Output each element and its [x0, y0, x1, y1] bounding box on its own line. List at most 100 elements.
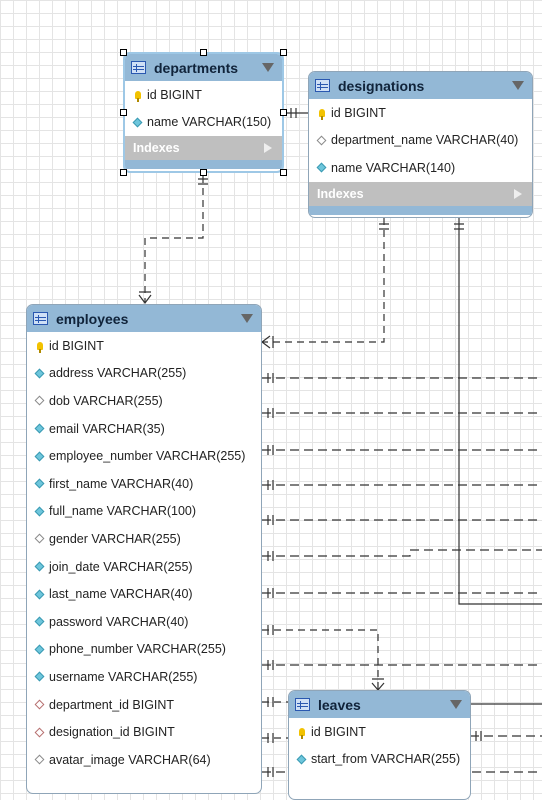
column-row[interactable]: avatar_image VARCHAR(64) [27, 746, 261, 774]
table-header[interactable]: employees [27, 305, 261, 332]
table-header[interactable]: leaves [289, 691, 470, 718]
column-row[interactable]: name VARCHAR(150) [125, 109, 282, 137]
expand-triangle-icon[interactable] [264, 143, 272, 154]
column-hollow-icon [315, 135, 328, 146]
table-header[interactable]: designations [309, 72, 532, 99]
column-hollow-icon [33, 396, 46, 406]
table-footer [125, 160, 282, 170]
table-designations[interactable]: designations id BIGINT department_name VA… [308, 71, 533, 218]
column-list: id BIGINT address VARCHAR(255) dob VARCHAR… [27, 332, 261, 774]
collapse-caret-icon[interactable] [262, 63, 274, 72]
column-hollow-icon [33, 534, 46, 544]
column-label: gender VARCHAR(255) [49, 531, 181, 546]
collapse-caret-icon[interactable] [241, 314, 253, 323]
table-header[interactable]: departments [125, 54, 282, 81]
column-row[interactable]: employee_number VARCHAR(255) [27, 442, 261, 470]
column-filled-icon [33, 478, 46, 489]
expand-triangle-icon[interactable] [514, 188, 522, 199]
column-filled-icon [33, 561, 46, 572]
primary-key-icon [295, 727, 308, 739]
column-label: name VARCHAR(140) [331, 160, 456, 175]
column-row[interactable]: join_date VARCHAR(255) [27, 553, 261, 581]
indexes-label: Indexes [317, 186, 364, 201]
table-name: employees [56, 310, 129, 327]
resize-handle[interactable] [120, 109, 127, 116]
column-filled-icon [295, 754, 308, 765]
resize-handle[interactable] [120, 49, 127, 56]
column-label: address VARCHAR(255) [49, 366, 187, 381]
column-label: phone_number VARCHAR(255) [49, 642, 226, 657]
column-filled-icon [33, 616, 46, 627]
resize-handle[interactable] [120, 169, 127, 176]
table-employees[interactable]: employees id BIGINT address VARCHAR(255) d… [26, 304, 262, 794]
table-name: departments [154, 59, 239, 76]
column-filled-icon [131, 117, 144, 128]
rel-departments-employees [144, 176, 204, 303]
column-label: join_date VARCHAR(255) [49, 559, 193, 574]
column-filled-icon [315, 163, 328, 173]
rel-designations-employees [262, 218, 385, 343]
resize-handle[interactable] [200, 169, 207, 176]
column-label: id BIGINT [311, 724, 366, 739]
column-label: first_name VARCHAR(40) [49, 476, 194, 491]
column-row[interactable]: full_name VARCHAR(100) [27, 498, 261, 526]
column-row[interactable]: last_name VARCHAR(40) [27, 580, 261, 608]
column-row[interactable]: dob VARCHAR(255) [27, 387, 261, 415]
collapse-caret-icon[interactable] [450, 700, 462, 709]
column-row[interactable]: id BIGINT [125, 81, 282, 109]
indexes-section[interactable]: Indexes [309, 181, 532, 206]
resize-handle[interactable] [280, 49, 287, 56]
column-label: start_from VARCHAR(255) [311, 752, 461, 767]
table-icon [295, 698, 310, 711]
column-row[interactable]: gender VARCHAR(255) [27, 525, 261, 553]
foreign-key-icon [33, 699, 46, 710]
rel-employees-leaves [262, 629, 379, 690]
column-row[interactable]: password VARCHAR(40) [27, 608, 261, 636]
column-row[interactable]: email VARCHAR(35) [27, 415, 261, 443]
column-row[interactable]: id BIGINT [309, 99, 532, 127]
table-footer [309, 205, 532, 215]
column-label: department_name VARCHAR(40) [331, 133, 519, 148]
indexes-section[interactable]: Indexes [125, 136, 282, 161]
column-label: full_name VARCHAR(100) [49, 504, 197, 519]
column-row[interactable]: id BIGINT [27, 332, 261, 360]
column-filled-icon [33, 368, 46, 379]
column-row[interactable]: id BIGINT [289, 718, 470, 746]
column-row[interactable]: start_from VARCHAR(255) [289, 746, 470, 774]
column-filled-icon [33, 506, 46, 517]
column-row[interactable]: department_name VARCHAR(40) [309, 127, 532, 155]
column-label: last_name VARCHAR(40) [49, 587, 193, 602]
column-row[interactable]: address VARCHAR(255) [27, 360, 261, 388]
column-row[interactable]: department_id BIGINT [27, 691, 261, 719]
table-icon [131, 61, 146, 74]
column-hollow-icon [33, 754, 46, 765]
rel-employees-right-6 [262, 549, 542, 557]
table-icon [33, 312, 48, 325]
collapse-caret-icon[interactable] [512, 81, 524, 90]
column-row[interactable]: name VARCHAR(140) [309, 154, 532, 182]
resize-handle[interactable] [280, 109, 287, 116]
column-label: employee_number VARCHAR(255) [49, 449, 246, 464]
column-row[interactable]: username VARCHAR(255) [27, 663, 261, 691]
resize-handle[interactable] [280, 169, 287, 176]
column-row[interactable]: phone_number VARCHAR(255) [27, 636, 261, 664]
column-row[interactable]: first_name VARCHAR(40) [27, 470, 261, 498]
table-leaves[interactable]: leaves id BIGINT start_from VARCHAR(255) [288, 690, 471, 800]
column-label: email VARCHAR(35) [49, 421, 165, 436]
table-icon [315, 79, 330, 92]
column-label: id BIGINT [49, 338, 104, 353]
primary-key-icon [33, 341, 46, 353]
column-row[interactable]: designation_id BIGINT [27, 718, 261, 746]
column-filled-icon [33, 644, 46, 655]
column-label: department_id BIGINT [49, 697, 175, 712]
column-label: username VARCHAR(255) [49, 669, 198, 684]
table-name: designations [338, 77, 425, 94]
column-label: dob VARCHAR(255) [49, 393, 163, 408]
indexes-label: Indexes [133, 141, 180, 156]
column-label: password VARCHAR(40) [49, 614, 189, 629]
resize-handle[interactable] [200, 49, 207, 56]
table-name: leaves [318, 696, 361, 713]
column-list: id BIGINT department_name VARCHAR(40) name… [309, 99, 532, 182]
